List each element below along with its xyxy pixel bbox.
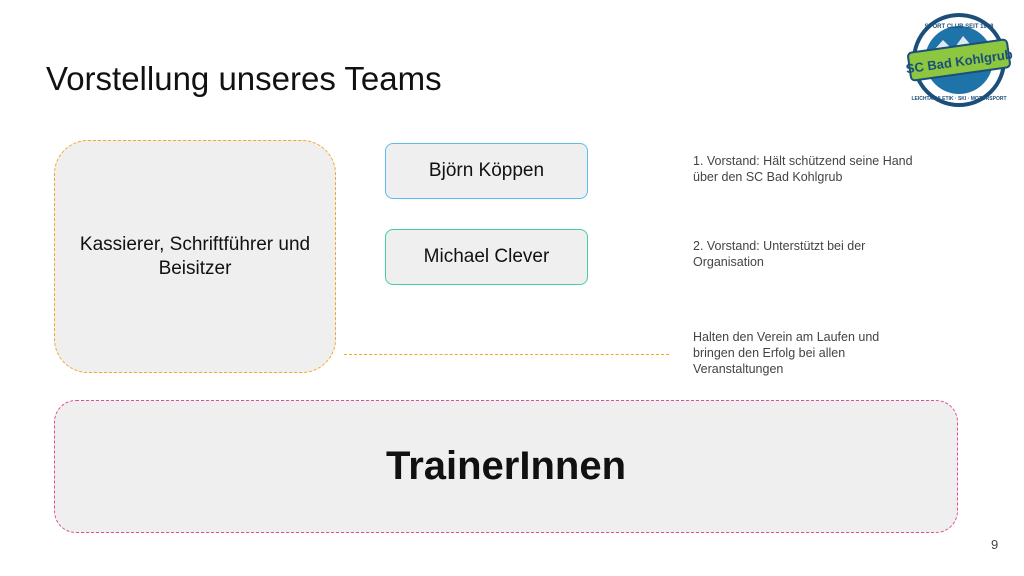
- svg-text:SPORT CLUB SEIT 1908: SPORT CLUB SEIT 1908: [924, 24, 994, 30]
- trainers-box: TrainerInnen: [54, 400, 958, 533]
- board-members-box: Kassierer, Schriftführer und Beisitzer: [54, 140, 336, 373]
- dashed-connector-line: [344, 354, 669, 355]
- person-box-bjoern-koeppen: Björn Köppen: [385, 143, 588, 199]
- second-chairman-description: 2. Vorstand: Unterstützt bei der Organis…: [693, 239, 866, 269]
- page-number: 9: [991, 537, 999, 552]
- board-members-description: Halten den Verein am Laufen und bringen …: [693, 330, 880, 376]
- first-chairman-description: 1. Vorstand: Hält schützend seine Hand ü…: [693, 154, 913, 184]
- svg-text:LEICHTATHLETIK · SKI · MOTORSP: LEICHTATHLETIK · SKI · MOTORSPORT: [912, 96, 1007, 102]
- person-box-michael-clever: Michael Clever: [385, 229, 588, 285]
- slide-title: Vorstellung unseres Teams: [46, 60, 442, 97]
- club-logo: SC Bad Kohlgrub SPORT CLUB SEIT 1908 LEI…: [903, 12, 1015, 108]
